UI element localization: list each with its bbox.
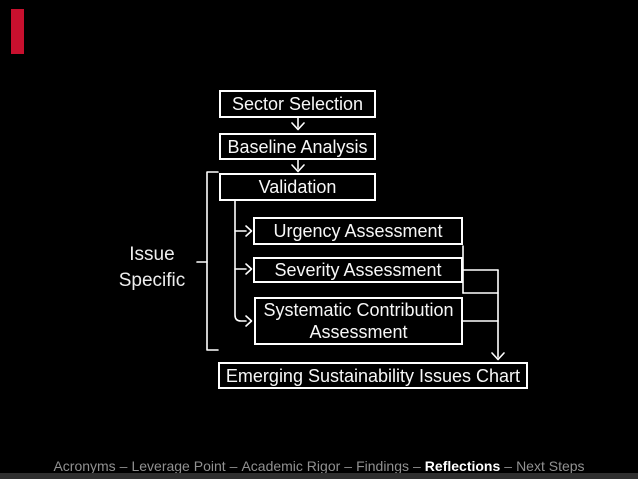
node-validation: Validation <box>219 173 376 201</box>
arrowhead-down-icon <box>291 164 305 173</box>
footer-separator: – <box>344 458 353 474</box>
footer-separator: – <box>413 458 421 474</box>
footer-item-acronyms[interactable]: Acronyms <box>53 458 116 474</box>
footer-item-academic-rigor[interactable]: Academic Rigor <box>241 458 341 474</box>
footer-item-leverage-point[interactable]: Leverage Point <box>131 458 226 474</box>
node-label: Urgency Assessment <box>273 221 443 241</box>
arrowhead-down-icon <box>291 122 305 131</box>
node-label: Sector Selection <box>231 94 364 114</box>
red-accent-bar <box>11 9 24 54</box>
arrowhead-down-icon <box>491 352 505 361</box>
node-systematic-contribution-assessment: Systematic Contribution Assessment <box>254 297 463 345</box>
arrowhead-right-icon <box>245 225 253 237</box>
footer-item-next-steps[interactable]: Next Steps <box>516 458 585 474</box>
node-label: Emerging Sustainability Issues Chart <box>225 365 521 386</box>
node-label: Baseline Analysis <box>227 136 368 157</box>
footer-item-findings[interactable]: Findings <box>356 458 409 474</box>
footer-nav: Acronyms–Leverage Point–Academic Rigor–F… <box>0 459 638 474</box>
arrowhead-right-icon <box>245 315 253 327</box>
arrowhead-right-icon <box>245 263 253 275</box>
node-label: Validation <box>258 177 337 197</box>
node-severity-assessment: Severity Assessment <box>253 257 463 283</box>
node-sector-selection: Sector Selection <box>219 90 376 118</box>
node-baseline-analysis: Baseline Analysis <box>219 133 376 160</box>
arrow-sector-to-baseline <box>291 117 305 131</box>
issue-specific-bracket <box>196 171 219 351</box>
connector-validation-branches <box>234 200 253 327</box>
footer-separator: – <box>504 458 513 474</box>
footer-separator: – <box>229 458 238 474</box>
issue-specific-label: Issue Specific <box>102 242 202 294</box>
bottom-edge-strip <box>0 473 638 479</box>
node-label: Severity Assessment <box>274 260 442 280</box>
issue-specific-line2: Specific <box>118 270 186 291</box>
footer-item-reflections[interactable]: Reflections <box>424 458 501 474</box>
footer-separator: – <box>119 458 128 474</box>
connector-assessments-to-emerging <box>462 245 505 361</box>
node-emerging-sustainability-issues-chart: Emerging Sustainability Issues Chart <box>218 362 528 389</box>
node-label: Systematic Contribution Assessment <box>263 300 454 342</box>
node-urgency-assessment: Urgency Assessment <box>253 217 463 245</box>
issue-specific-line1: Issue <box>129 244 175 265</box>
arrow-baseline-to-validation <box>291 159 305 173</box>
